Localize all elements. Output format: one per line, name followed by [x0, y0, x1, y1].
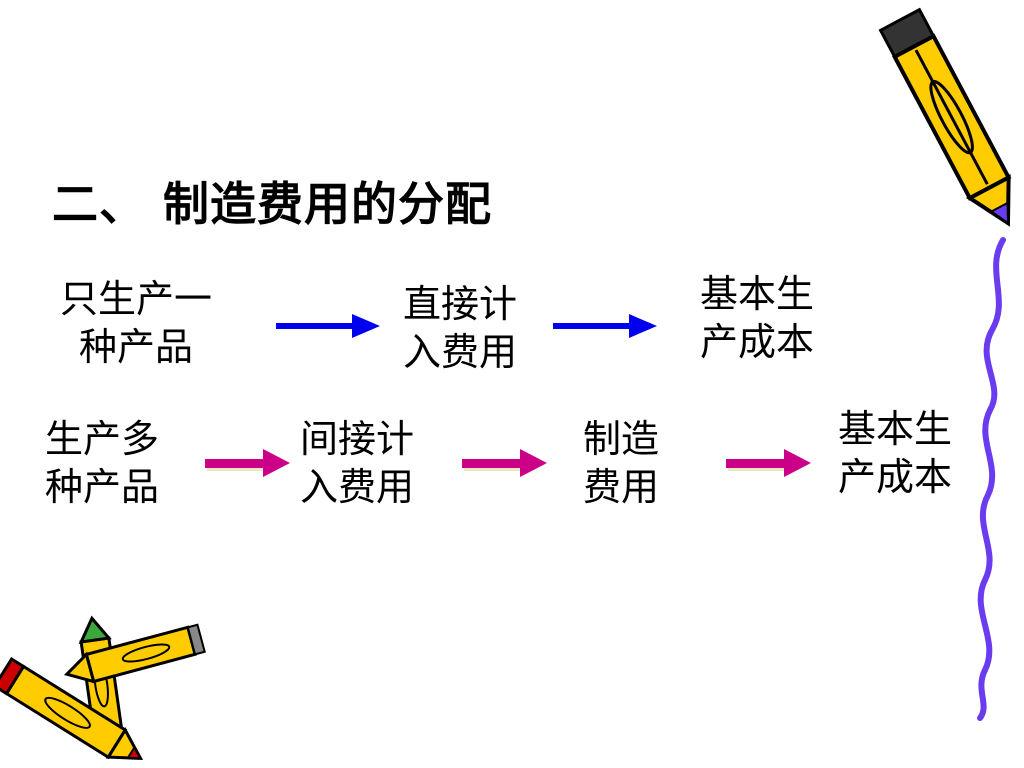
pencil-icon	[878, 7, 1012, 227]
arrow-icon	[726, 449, 811, 477]
node-line: 基本生	[838, 407, 953, 451]
node-line: 种产品	[79, 325, 194, 369]
node-single-product: 只生产一 种产品	[60, 275, 212, 371]
node-line: 直接计	[403, 282, 518, 326]
node-line: 入费用	[403, 330, 518, 374]
node-line: 生产多	[45, 417, 160, 461]
node-line: 基本生	[700, 272, 815, 316]
node-manufacturing-overhead: 制造 费用	[583, 415, 659, 511]
node-multiple-products: 生产多 种产品	[45, 415, 159, 511]
node-basic-production-cost: 基本生 产成本	[700, 270, 814, 366]
node-line: 间接计	[300, 417, 415, 461]
pencil-icon	[0, 656, 144, 761]
arrow-icon	[553, 314, 657, 338]
arrow-icon	[205, 449, 290, 477]
node-line: 产成本	[700, 320, 815, 364]
node-line: 种产品	[45, 465, 160, 509]
node-line: 只生产一	[60, 277, 213, 321]
node-line: 制造	[583, 417, 660, 461]
arrow-icon	[462, 449, 547, 477]
node-basic-production-cost-2: 基本生 产成本	[838, 405, 952, 501]
node-line: 费用	[583, 465, 660, 509]
arrow-icon	[276, 314, 380, 338]
squiggle-line-icon	[977, 237, 1006, 721]
pencil-icon	[63, 623, 206, 684]
node-indirect-charge: 间接计 入费用	[300, 415, 414, 511]
node-direct-charge: 直接计 入费用	[403, 280, 517, 376]
slide-title: 二、 制造费用的分配	[52, 177, 493, 231]
node-line: 产成本	[838, 455, 953, 499]
node-line: 入费用	[300, 465, 415, 509]
